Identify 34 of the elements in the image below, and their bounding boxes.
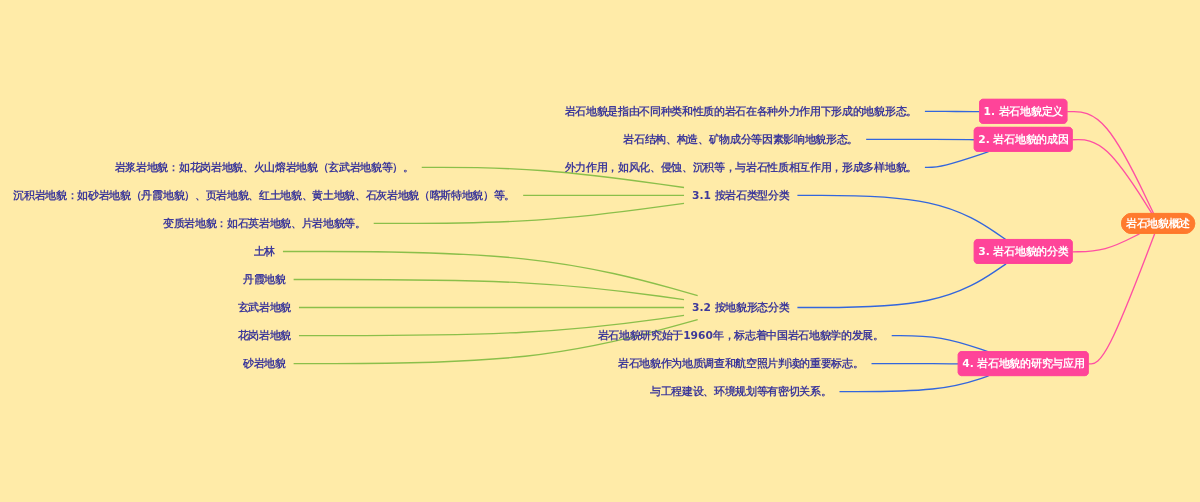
node-text: 土林	[253, 244, 275, 258]
node-text: 岩石地貌研究始于1960年，标志着中国岩石地貌学的发展。	[597, 328, 884, 342]
connector	[924, 150, 990, 168]
connector	[292, 278, 685, 300]
connector	[522, 194, 685, 196]
connector	[796, 262, 1007, 308]
connector	[1071, 232, 1141, 252]
connector	[865, 138, 976, 140]
node-text: 岩石地貌作为地质调查和航空照片判读的重要标志。	[617, 356, 864, 370]
connector	[924, 110, 981, 112]
node-text: 沉积岩地貌：如砂岩地貌（丹霞地貌）、页岩地貌、红土地貌、黄土地貌、石灰岩地貌（喀斯特地貌）等。	[13, 188, 516, 201]
node-text: 3.1 按岩石类型分类	[692, 188, 790, 201]
connector	[838, 374, 990, 392]
connector	[1087, 232, 1156, 365]
node-text: 丹霞地貌	[242, 272, 286, 286]
connector	[373, 202, 685, 224]
connector	[870, 362, 960, 365]
node-text: 花岗岩地貌	[237, 328, 291, 342]
node-text: 砂岩地貌	[242, 356, 286, 370]
node-text: 与工程建设、环境规划等有密切关系。	[649, 384, 832, 398]
node-text: 岩浆岩地貌：如花岗岩地貌、火山熔岩地貌（玄武岩地貌等）。	[114, 160, 414, 173]
connector	[421, 166, 685, 188]
node-text: 岩石结构、构造、矿物成分等因素影响地貌形态。	[623, 132, 859, 145]
node-text: 变质岩地貌：如石英岩地貌、片岩地貌等。	[162, 216, 366, 229]
node-text: 玄武岩地貌	[237, 300, 291, 314]
node-text: 外力作用，如风化、侵蚀、沉积等，与岩石性质相互作用，形成多样地貌。	[564, 160, 917, 173]
node-text: 岩石地貌是指由不同种类和性质的岩石在各种外力作用下形成的地貌形态。	[564, 104, 917, 117]
connector	[298, 306, 685, 308]
connector	[282, 250, 699, 296]
connector	[1071, 138, 1153, 214]
connector	[292, 318, 699, 364]
connector	[298, 314, 685, 336]
node-text: 3.2 按地貌形态分类	[692, 300, 790, 314]
connector	[1066, 110, 1155, 214]
